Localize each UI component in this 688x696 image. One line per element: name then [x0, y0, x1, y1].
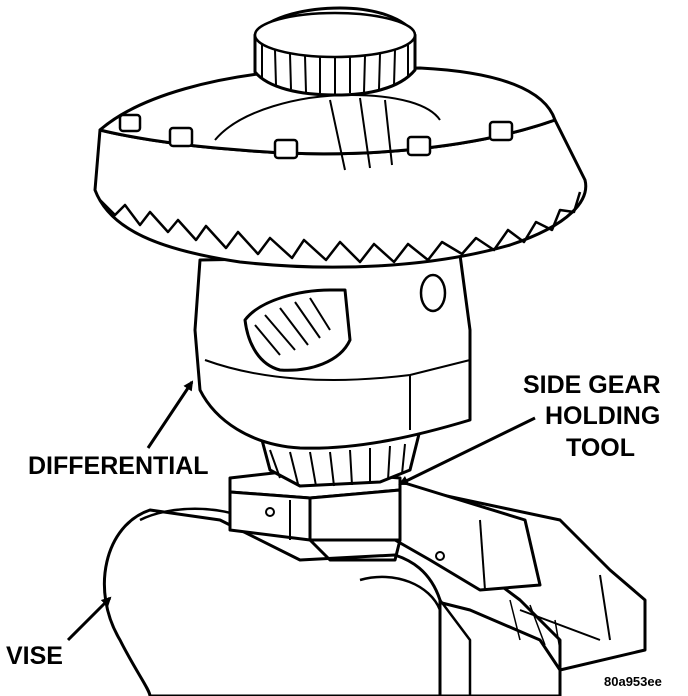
callout-arrows — [66, 380, 536, 642]
side-gear-label-line1: SIDE GEAR — [523, 371, 661, 399]
differential — [93, 6, 588, 488]
vise — [102, 478, 647, 696]
differential-label: DIFFERENTIAL — [28, 452, 209, 480]
vise-label: VISE — [6, 642, 63, 670]
differential-arrow — [146, 380, 194, 449]
figure-id: 80a953ee — [604, 674, 662, 689]
vise-arrow — [66, 596, 112, 642]
side-gear-holding-tool — [228, 468, 445, 562]
side-gear-label-line2: HOLDING — [545, 402, 660, 430]
side-gear-tool-arrow — [398, 416, 536, 486]
side-gear-label-line3: TOOL — [566, 434, 635, 462]
